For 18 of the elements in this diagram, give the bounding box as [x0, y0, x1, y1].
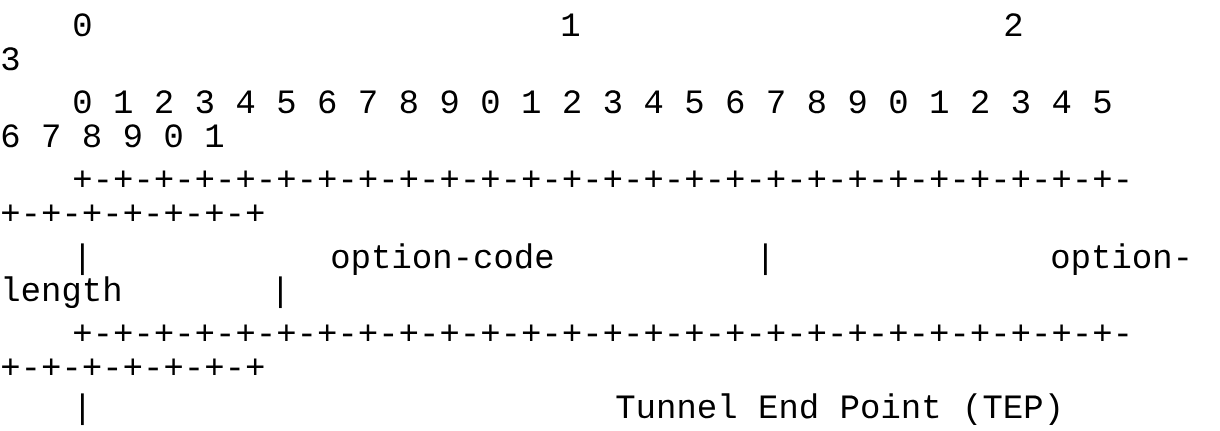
- ascii-rule: +-+-+-+-+-+-+-+-+-+-+-+-+-+-+-+-+-+-+-+-+-+-+-+-+-+-: [74, 324, 1128, 341]
- bit-offset: 3: [2, 47, 19, 71]
- ascii-rule: +-+-+-+-+-+-+: [2, 358, 264, 375]
- field-separator: |: [81, 243, 84, 276]
- bit-offset: 1: [562, 13, 579, 36]
- bit-numbers: 6 7 8 9 0 1: [2, 124, 223, 148]
- bit-offset: 0: [74, 13, 91, 37]
- bit-numbers: 0 1 2 3 4 5 6 7 8 9 0 1 2 3 4 5 6 7 8 9 0 1 2 3 4 5: [74, 90, 1111, 114]
- field-separator: |: [764, 243, 767, 276]
- field-name: Tunnel End Point (TEP): [616, 393, 1059, 426]
- ascii-rule: +-+-+-+-+-+-+-+-+-+-+-+-+-+-+-+-+-+-+-+-+-+-+-+-+-+-: [74, 170, 1128, 187]
- field-separator: |: [81, 393, 84, 426]
- bit-offset: 2: [1005, 13, 1022, 36]
- field-separator: |: [279, 276, 282, 309]
- field-name: option-: [1052, 243, 1188, 276]
- ascii-rule: +-+-+-+-+-+-+: [2, 204, 264, 221]
- field-name: length: [4, 276, 120, 309]
- field-name: option-code: [332, 243, 553, 276]
